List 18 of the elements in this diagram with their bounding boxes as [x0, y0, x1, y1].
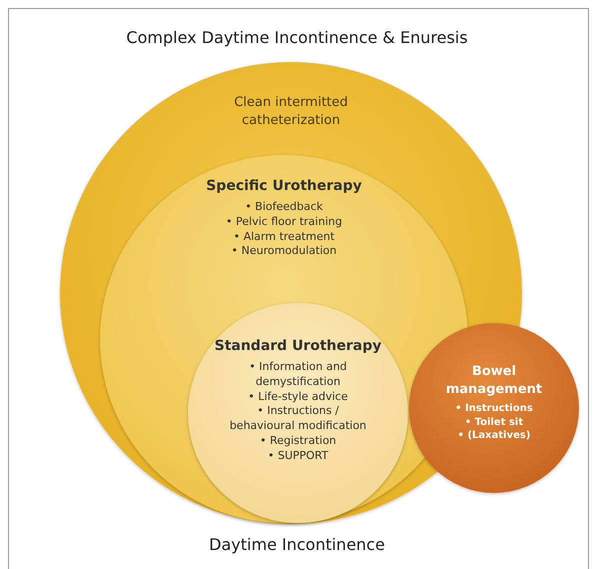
list-item: • SUPPORT	[268, 448, 328, 464]
circle-heading: Standard Urotherapy	[214, 337, 382, 356]
diagram-title: Complex Daytime Incontinence & Enuresis	[126, 28, 468, 47]
list-item: • Biofeedback	[245, 200, 323, 215]
list-item: • Toilet sit	[464, 416, 524, 430]
circle-heading: Bowel management	[444, 363, 544, 398]
list-item: • Neuromodulation	[231, 244, 337, 260]
list-item: • Life-style advice	[248, 390, 348, 404]
list-item: • Instructions / behavioural modification	[228, 404, 368, 434]
list-item: • (Laxatives)	[458, 429, 530, 443]
list-item: • Alarm treatment	[233, 230, 335, 244]
circle-heading: Specific Urotherapy	[206, 177, 362, 196]
list-item: • Pelvic floor training	[226, 214, 342, 230]
circle-text: Clean intermitted catheterization	[233, 94, 349, 130]
list-item: • Instructions	[455, 402, 533, 416]
list-item: • Information and demystification	[248, 360, 348, 390]
list-item: • Registration	[260, 434, 336, 449]
bottom-label: Daytime Incontinence	[209, 535, 385, 554]
